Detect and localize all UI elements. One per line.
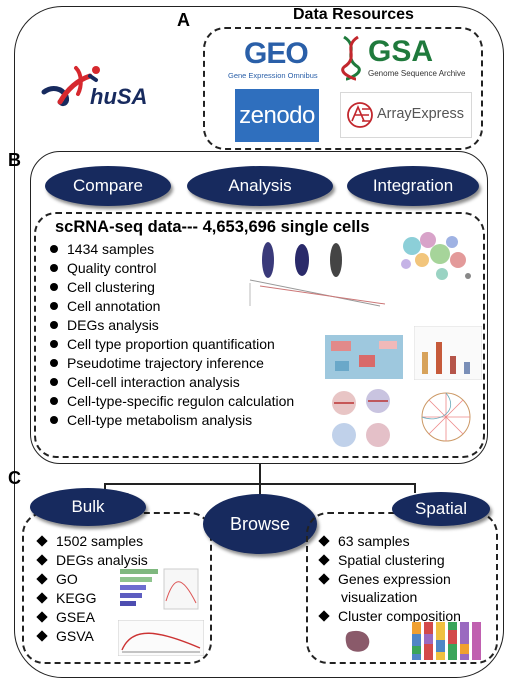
- analysis-button[interactable]: Analysis: [187, 166, 333, 206]
- arrayexpress-emblem-icon: [347, 102, 373, 128]
- scrna-item: Cell-type-specific regulon calculation: [50, 393, 294, 410]
- browse-button[interactable]: Browse: [203, 494, 317, 554]
- tissue-section-thumbnail: [345, 630, 370, 652]
- bullet-diamond: [36, 592, 48, 604]
- spatial-button[interactable]: Spatial: [392, 492, 490, 526]
- husa-logo-text: huSA: [90, 84, 148, 109]
- geo-logo-name: GEO: [244, 37, 309, 70]
- heatmap-thumbnail: [325, 335, 403, 379]
- scrna-item: Cell annotation: [50, 298, 160, 315]
- dna-helix-icon: [341, 35, 361, 81]
- scrna-item: Cell-type metabolism analysis: [50, 412, 252, 429]
- violin-plot-thumbnail: [249, 242, 386, 307]
- bulk-item: 1502 samples: [36, 533, 143, 550]
- bullet-diamond: [318, 573, 330, 585]
- bullet-dot: [50, 245, 58, 253]
- gsa-logo: GSA Genome Sequence Archive: [336, 35, 466, 81]
- bullet-dot: [50, 302, 58, 310]
- umap-thumbnail: [401, 232, 471, 280]
- panel-label-c: C: [8, 468, 21, 488]
- panel-label-b: B: [8, 150, 21, 170]
- zenodo-logo-name: zenodo: [239, 101, 315, 129]
- spatial-item-continued: visualization: [341, 589, 418, 605]
- outer-frame: [14, 6, 504, 678]
- arrayexpress-logo: ArrayExpress: [340, 92, 472, 138]
- gsea-curve-thumbnail: [118, 620, 204, 656]
- bullet-dot: [50, 359, 58, 367]
- bulk-item: GSEA: [36, 609, 95, 626]
- bullet-diamond: [318, 554, 330, 566]
- scrna-item: 1434 samples: [50, 241, 154, 258]
- bullet-diamond: [36, 573, 48, 585]
- scrna-item: Cell clustering: [50, 279, 155, 296]
- bullet-diamond: [36, 554, 48, 566]
- bullet-dot: [50, 340, 58, 348]
- bullet-dot: [50, 397, 58, 405]
- bullet-diamond: [36, 535, 48, 547]
- bullet-diamond: [36, 611, 48, 623]
- bullet-diamond: [318, 535, 330, 547]
- spatial-item: Spatial clustering: [318, 552, 445, 569]
- connector-vertical: [259, 464, 261, 484]
- bullet-dot: [50, 321, 58, 329]
- geo-logo: GEO Gene Expression Omnibus: [222, 37, 328, 82]
- bullet-dot: [50, 283, 58, 291]
- bulk-item: GO: [36, 571, 78, 588]
- data-resources-title: Data Resources: [293, 6, 414, 23]
- bulk-item: KEGG: [36, 590, 96, 607]
- connector-center: [259, 483, 261, 497]
- integration-button[interactable]: Integration: [347, 166, 479, 206]
- bulk-button[interactable]: Bulk: [30, 488, 146, 526]
- bullet-dot: [50, 264, 58, 272]
- spatial-item: Cluster composition: [318, 608, 461, 625]
- bulk-item: GSVA: [36, 628, 94, 645]
- connector-right: [414, 483, 416, 493]
- panel-label-a: A: [177, 10, 190, 30]
- circos-thumbnail: [421, 392, 471, 442]
- bullet-dot: [50, 416, 58, 424]
- arrayexpress-logo-name: ArrayExpress: [377, 106, 465, 122]
- analysis-panel: [30, 151, 488, 464]
- geo-logo-subtitle: Gene Expression Omnibus: [228, 71, 318, 80]
- scrna-item: Quality control: [50, 260, 156, 277]
- zenodo-logo: zenodo: [235, 89, 319, 142]
- spatial-item: Genes expression: [318, 571, 451, 588]
- gsa-logo-subtitle: Genome Sequence Archive: [368, 69, 466, 78]
- scrna-item: Pseudotime trajectory inference: [50, 355, 264, 372]
- bullet-dot: [50, 378, 58, 386]
- scrna-box: [34, 212, 485, 458]
- composition-bar-thumbnail: [412, 622, 481, 660]
- husa-logo-graphic: [41, 66, 100, 107]
- proportion-bar-thumbnail: [414, 326, 482, 380]
- gsa-logo-name: GSA: [368, 35, 434, 68]
- compare-button[interactable]: Compare: [45, 166, 171, 206]
- enrichment-bar-thumbnail: [120, 568, 199, 610]
- bullet-diamond: [318, 610, 330, 622]
- trajectory-thumbnail: [332, 389, 390, 447]
- bullet-diamond: [36, 630, 48, 642]
- bulk-item: DEGs analysis: [36, 552, 148, 569]
- scrna-item: Cell-cell interaction analysis: [50, 374, 240, 391]
- spatial-item: 63 samples: [318, 533, 410, 550]
- scrna-item: Cell type proportion quantification: [50, 336, 275, 353]
- data-resources-box: [203, 27, 483, 150]
- scrna-title: scRNA-seq data--- 4,653,696 single cells: [55, 218, 370, 236]
- husa-logo: huSA: [38, 58, 158, 118]
- scrna-item: DEGs analysis: [50, 317, 159, 334]
